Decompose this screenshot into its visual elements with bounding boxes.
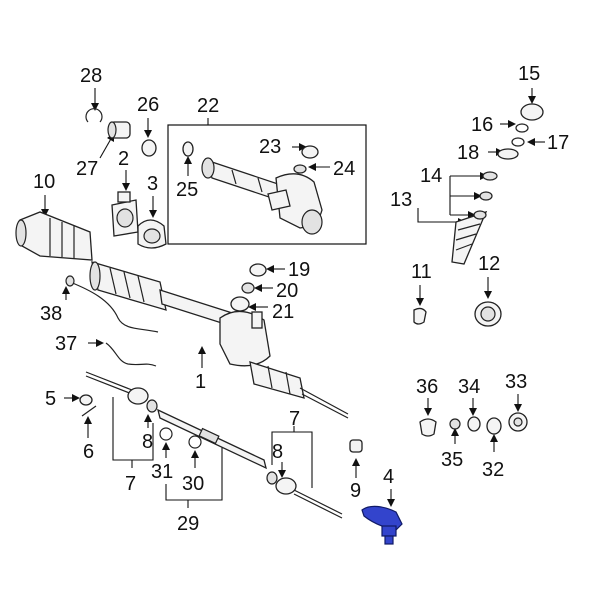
callout-32: 32 [482, 459, 504, 481]
callout-26: 26 [137, 94, 159, 116]
callout-27: 27 [76, 158, 98, 180]
ring-8-left [146, 399, 158, 413]
callout-1: 1 [195, 371, 206, 393]
callout-15: 15 [518, 63, 540, 85]
ring-16 [515, 123, 529, 133]
callout-28: 28 [80, 65, 102, 87]
clip-5 [79, 394, 93, 406]
callout-labels: 1 2 3 4 5 6 7 7 8 8 9 10 11 12 13 14 15 … [33, 63, 569, 535]
callout-29: 29 [177, 513, 199, 535]
rack-assembly-1 [89, 261, 349, 419]
ring-14b [479, 191, 493, 201]
seal-23 [301, 145, 319, 159]
seal-18 [497, 148, 519, 160]
callout-36: 36 [416, 376, 438, 398]
callout-30: 30 [182, 473, 204, 495]
callout-23: 23 [259, 136, 281, 158]
callout-35: 35 [441, 449, 463, 471]
callout-3: 3 [147, 173, 158, 195]
ring-26 [141, 139, 157, 157]
nut-20 [241, 282, 255, 294]
housing-group-box [167, 124, 367, 245]
ring-17 [511, 137, 525, 147]
callout-22: 22 [197, 95, 219, 117]
callout-17: 17 [547, 132, 569, 154]
callout-16: 16 [471, 114, 493, 136]
tie-rod-right-7 [275, 477, 343, 519]
callout-33: 33 [505, 371, 527, 393]
washer-35 [449, 418, 461, 430]
callout-6: 6 [83, 441, 94, 463]
callout-10: 10 [33, 171, 55, 193]
pin-6 [81, 405, 97, 417]
callout-11: 11 [411, 261, 432, 283]
callout-13: 13 [390, 189, 412, 211]
callout-19: 19 [288, 259, 310, 281]
callout-37: 37 [55, 333, 77, 355]
seal-32 [486, 417, 502, 435]
callout-2: 2 [118, 148, 129, 170]
snap-ring-28 [85, 108, 103, 123]
callout-31: 31 [151, 461, 173, 483]
callout-21: 21 [272, 301, 294, 323]
ring-14c [473, 210, 487, 220]
ring-30 [188, 435, 202, 449]
callout-7-right: 7 [289, 408, 300, 430]
rack-bar-29 [157, 408, 267, 470]
hose-37 [105, 342, 157, 367]
callout-5: 5 [45, 388, 56, 410]
hose-38 [69, 281, 159, 333]
ring-8-right [266, 471, 278, 485]
callout-38: 38 [40, 303, 62, 325]
cap-19 [249, 263, 267, 277]
callout-14: 14 [420, 165, 442, 187]
leader-lines [41, 88, 545, 508]
parts [15, 103, 544, 545]
callout-12: 12 [478, 253, 500, 275]
cover-21 [230, 296, 250, 312]
valve-11 [413, 307, 427, 325]
callout-4: 4 [383, 466, 394, 488]
tie-rod-left-7 [85, 371, 149, 405]
callout-20: 20 [276, 280, 298, 302]
ring-31 [159, 427, 173, 441]
callout-18: 18 [457, 142, 479, 164]
callout-8-right: 8 [272, 441, 283, 463]
bracket-2 [111, 191, 139, 237]
bushing-27 [107, 121, 131, 139]
clamp-3 [137, 219, 167, 249]
bearing-34 [467, 416, 481, 432]
callout-8-left: 8 [142, 431, 153, 453]
ring-14a [482, 171, 498, 181]
housing-22 [201, 157, 323, 235]
bushing-25 [182, 141, 194, 157]
callout-25: 25 [176, 179, 198, 201]
callout-24: 24 [333, 158, 355, 180]
tie-rod-end-4 [361, 505, 403, 545]
callout-7-left: 7 [125, 473, 136, 495]
seal-36 [419, 418, 437, 437]
boot-10 [15, 211, 93, 261]
plug-9 [349, 439, 363, 453]
cap-15 [520, 103, 544, 121]
callout-34: 34 [458, 376, 480, 398]
callout-9: 9 [350, 480, 361, 502]
ring-24 [293, 164, 307, 174]
